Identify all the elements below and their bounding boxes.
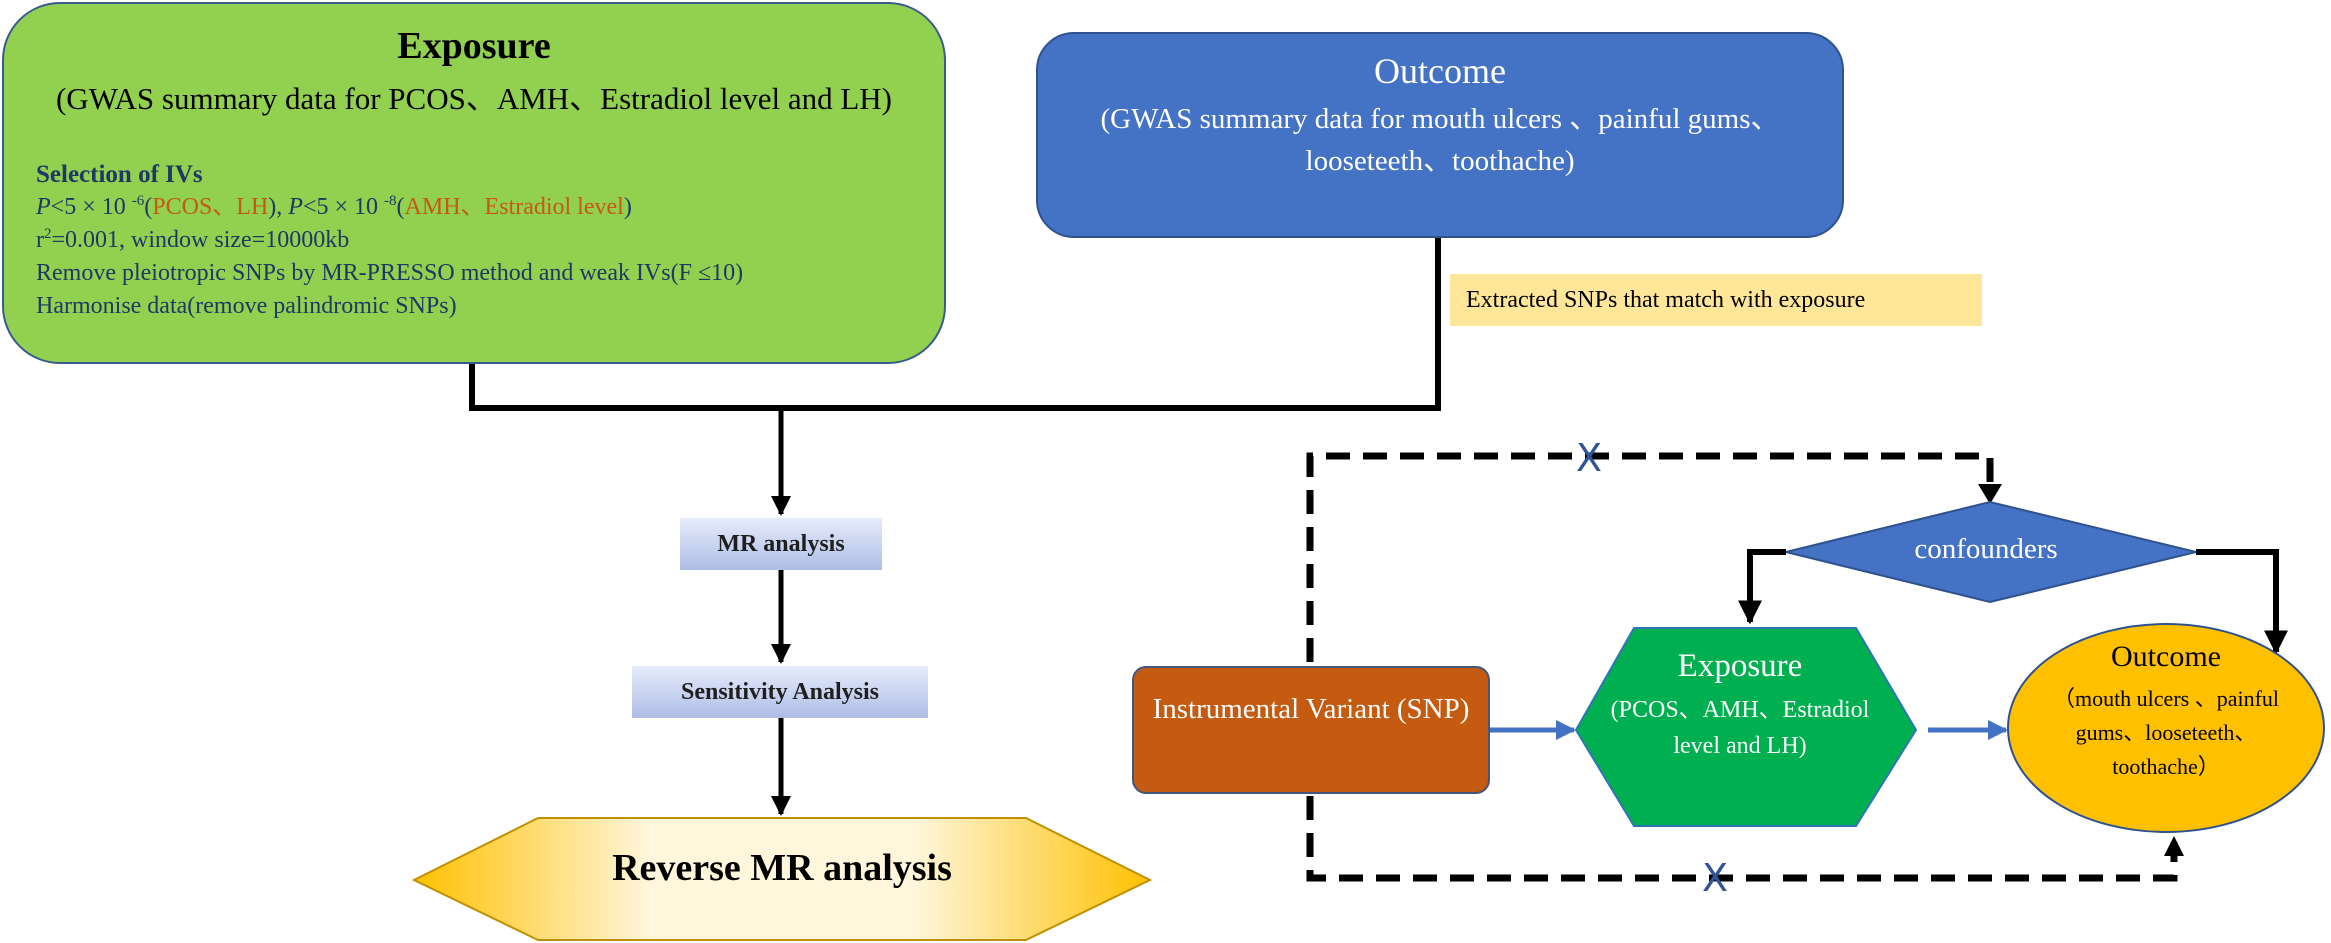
dashed-top-arrowhead	[1978, 484, 2002, 504]
p-threshold-line: P<5 × 10 -6(PCOS、LH), P<5 × 10 -8(AMH、Es…	[36, 193, 632, 221]
confounder-to-outcome-arrow	[2196, 549, 2288, 655]
causal-outcome-title: Outcome	[2111, 640, 2221, 673]
exposure-hexagon	[1574, 627, 1918, 827]
iv-selection-block: Selection of IVs P<5 × 10 -6(PCOS、LH), P…	[36, 158, 936, 323]
blocked-x-mark-bottom: X	[1702, 856, 1729, 900]
causal-exposure-title: Exposure	[1677, 648, 1803, 684]
exposure-subtitle: (GWAS summary data for PCOS、AMH、Estradio…	[55, 81, 893, 116]
outcome-box	[1036, 32, 1844, 238]
confounder-to-exposure-arrow	[1738, 549, 1786, 625]
dashed-path-top	[1306, 452, 1994, 662]
reverse-mr-label: Reverse MR analysis	[612, 847, 952, 889]
clumping-line: r2=0.001, window size=10000kb	[36, 226, 350, 254]
dashed-path-bottom	[1306, 796, 2178, 882]
pleiotropy-line: Remove pleiotropic SNPs by MR-PRESSO met…	[36, 260, 744, 286]
harmonise-line: Harmonise data(remove palindromic SNPs)	[36, 293, 457, 319]
exposure-box	[2, 2, 946, 364]
causal-outcome-subtitle: （mouth ulcers 、painful gums、looseteeth、t…	[2052, 686, 2280, 779]
outcome-title: Outcome	[1374, 51, 1506, 91]
instrumental-variant-box	[1132, 666, 1490, 794]
mr-analysis-label: MR analysis	[680, 518, 882, 570]
instrumental-variant-label: Instrumental Variant (SNP)	[1152, 693, 1470, 725]
iv-selection-heading: Selection of IVs	[36, 161, 203, 188]
reverse-mr-hexagon	[411, 817, 1153, 941]
outcome-subtitle: (GWAS summary data for mouth ulcers 、pai…	[1100, 103, 1780, 177]
extracted-snps-label: Extracted SNPs that match with exposure	[1450, 274, 1982, 326]
outcome-ellipse	[2007, 623, 2325, 833]
sensitivity-analysis-label: Sensitivity Analysis	[632, 666, 928, 718]
merge-connector	[469, 238, 1441, 411]
exposure-title: Exposure	[397, 25, 551, 67]
dashed-bottom-arrowhead	[2164, 836, 2184, 856]
blocked-x-mark-top: X	[1576, 436, 1603, 480]
causal-exposure-subtitle: (PCOS、AMH、Estradiol level and LH)	[1610, 697, 1870, 759]
confounders-label: confounders	[1914, 533, 2058, 565]
confounders-diamond	[1785, 500, 2197, 604]
